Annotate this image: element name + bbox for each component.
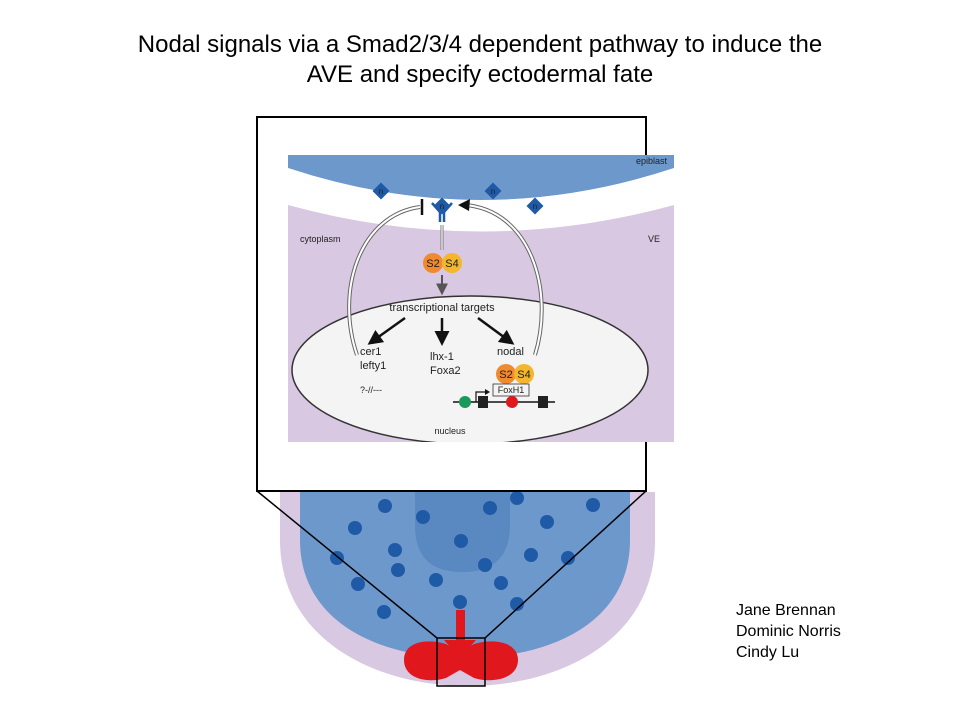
foxh1-label: FoxH1 <box>498 385 525 395</box>
author-list: Jane Brennan Dominic Norris Cindy Lu <box>736 600 841 663</box>
nodal-dot <box>330 551 344 565</box>
target-cer1: cer1 <box>360 346 381 358</box>
smad-complex: S2 S4 <box>423 253 462 273</box>
target-lefty1: lefty1 <box>360 360 386 372</box>
smad2-circle <box>423 253 443 273</box>
author-3: Cindy Lu <box>736 644 800 661</box>
epiblast-label: epiblast <box>636 156 668 166</box>
red-stalk <box>456 610 465 642</box>
transcriptional-targets-label: transcriptional targets <box>389 302 495 314</box>
smad-foxh1-complex: S2 S4 FoxH1 <box>492 364 534 397</box>
nodal-dot <box>478 558 492 572</box>
zoom-region-box <box>436 637 486 687</box>
nodal-dot <box>494 576 508 590</box>
nodal-dot <box>416 510 430 524</box>
nodal-dot <box>524 548 538 562</box>
nodal-dot <box>510 491 524 505</box>
gene-locus: 1 2 <box>453 389 555 408</box>
nodal-dot <box>561 551 575 565</box>
smad4-circle <box>442 253 462 273</box>
target-foxa2: Foxa2 <box>430 365 461 377</box>
exon-2 <box>538 396 548 408</box>
nodal-dot <box>453 595 467 609</box>
nodal-receptor: n <box>431 197 453 222</box>
embryo-ave-red-region <box>404 610 518 681</box>
cytoplasm-label: cytoplasm <box>300 234 341 244</box>
embryo-proamniotic-cavity <box>415 492 510 572</box>
enhancer-red <box>506 396 518 408</box>
cytoplasm-light-region <box>288 168 674 232</box>
nodal-dot <box>429 573 443 587</box>
smad4-label: S4 <box>445 258 458 270</box>
nucleus-label: nucleus <box>434 426 466 436</box>
enhancer-green <box>459 396 471 408</box>
slide-title-line-2: AVE and specify ectodermal fate <box>306 61 654 88</box>
arrow-to-nodal <box>477 316 515 345</box>
nodal-ligand-3: n <box>526 197 544 215</box>
transcription-start-arrow <box>475 391 486 402</box>
smad2-label: S2 <box>426 258 439 270</box>
red-lobes <box>404 641 518 681</box>
nodal-dot <box>377 605 391 619</box>
nodal-dot <box>510 597 524 611</box>
slide-title-line-1: Nodal signals via a Smad2/3/4 dependent … <box>137 31 823 58</box>
embryo-nodal-dots <box>330 491 600 619</box>
blurred-text: ?-//--- <box>360 385 382 395</box>
feedback-arrowhead <box>458 199 470 211</box>
zoom-line-left <box>256 490 438 639</box>
nodal-ligand-1: n <box>372 182 390 200</box>
target-nodal: nodal <box>497 346 524 358</box>
exon-2-label: 2 <box>541 399 546 408</box>
embryo-illustration <box>256 490 655 687</box>
ligand-letter: n <box>379 187 383 196</box>
ligand-letter: n <box>533 202 537 211</box>
slide-title: Nodal signals via a Smad2/3/4 dependent … <box>40 30 920 90</box>
ligand-letter: n <box>491 187 495 196</box>
exon-1-label: 1 <box>481 399 486 408</box>
nodal-dot <box>348 521 362 535</box>
zoom-line-right <box>484 490 647 639</box>
author-1: Jane Brennan <box>736 602 836 619</box>
author-2: Dominic Norris <box>736 623 841 640</box>
nodal-ligand-2: n <box>484 182 502 200</box>
foxh1-box <box>492 383 530 397</box>
arrow-to-cer1-lefty1 <box>367 316 406 345</box>
ve-label: VE <box>648 234 660 244</box>
nodal-dot <box>454 534 468 548</box>
nodal-dot <box>351 577 365 591</box>
ligand-letter: n <box>440 202 444 211</box>
smad4-label: S4 <box>517 369 530 381</box>
nucleus <box>291 295 649 442</box>
nodal-dot <box>540 515 554 529</box>
nodal-dot <box>586 498 600 512</box>
nodal-dot <box>378 499 392 513</box>
target-lhx1: lhx-1 <box>430 351 454 363</box>
nodal-dot <box>388 543 402 557</box>
exon-1 <box>478 396 488 408</box>
nodal-dot <box>391 563 405 577</box>
red-wedge <box>444 640 476 658</box>
nodal-dot <box>483 501 497 515</box>
smad2-label: S2 <box>499 369 512 381</box>
inset-schematic: n n n n S2 S4 <box>288 155 674 442</box>
